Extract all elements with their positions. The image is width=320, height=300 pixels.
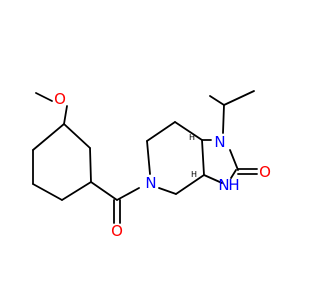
methoxy-oxygen-label: O: [54, 90, 66, 108]
molecule-canvas: O O O N N N H H H: [0, 0, 300, 300]
stereocenter-upper-hydrogen: H: [189, 133, 195, 142]
isopropyl-group: [209, 90, 255, 134]
piperidine-nitrogen-label: N: [145, 174, 156, 192]
imidazolidinone-nitrogen-3-label: N: [218, 176, 229, 194]
canvas-background: [0, 0, 300, 300]
imidazolidinone-ring: [201, 139, 239, 184]
amide-carbonyl: [90, 181, 140, 224]
urea-oxygen-label: O: [259, 163, 271, 181]
urea-carbonyl: [237, 168, 258, 175]
piperidine-ring: [146, 121, 205, 195]
imidazolidinone-nitrogen-1-label: N: [214, 133, 225, 151]
methoxy-group: [35, 92, 68, 125]
nh-hydrogen-label: H: [228, 176, 239, 194]
molecule-structure: O O O N N N H H H: [0, 0, 300, 300]
cyclohexane-ring: [32, 123, 92, 201]
carbonyl-oxygen-label: O: [111, 222, 123, 240]
stereocenter-lower-hydrogen: H: [191, 170, 197, 179]
